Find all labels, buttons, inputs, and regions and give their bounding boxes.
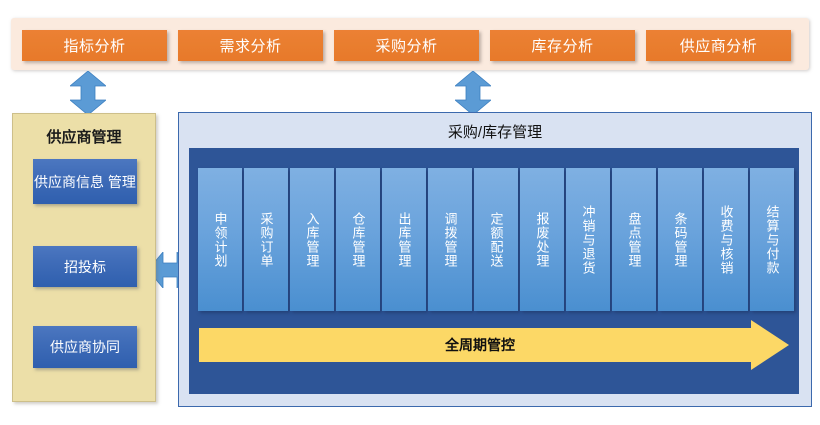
module-label: 盘点管理: [626, 211, 642, 268]
module-label: 申领计划: [212, 211, 228, 268]
module-column-purchase-order[interactable]: 采购订单: [244, 168, 288, 311]
module-column-transfer-management[interactable]: 调拨管理: [428, 168, 472, 311]
module-column-scrap-handling[interactable]: 报废处理: [520, 168, 564, 311]
module-label: 采购订单: [258, 211, 274, 268]
module-column-settlement-payment[interactable]: 结算与付款: [750, 168, 794, 311]
main-panel-title: 采购/库存管理: [447, 124, 543, 141]
supplier-management-panel: 供应商管理 供应商信息 管理 招投标 供应商协同: [12, 113, 156, 402]
module-column-quota-distribution[interactable]: 定额配送: [474, 168, 518, 311]
analysis-button-supplier[interactable]: 供应商分析: [646, 30, 791, 61]
modules-container: 申领计划 采购订单 入库管理 仓库管理 出库管理 调拨管理 定额配送 报废处理 …: [189, 148, 799, 394]
module-column-warehouse-management[interactable]: 仓库管理: [336, 168, 380, 311]
module-label: 仓库管理: [350, 211, 366, 268]
procurement-inventory-panel: 采购/库存管理 申领计划 采购订单 入库管理 仓库管理 出库管理 调拨管理 定额…: [178, 112, 812, 407]
module-label: 收费与核销: [718, 204, 734, 275]
lifecycle-arrow-label: 全周期管控: [445, 337, 515, 353]
analysis-button-purchase[interactable]: 采购分析: [334, 30, 479, 61]
module-column-charging-verification[interactable]: 收费与核销: [704, 168, 748, 311]
module-label: 结算与付款: [764, 204, 780, 275]
module-label: 调拨管理: [442, 211, 458, 268]
lifecycle-arrow-head: [751, 320, 789, 370]
supplier-panel-title: 供应商管理: [46, 129, 122, 146]
module-column-inbound-management[interactable]: 入库管理: [290, 168, 334, 311]
supplier-button-info-management[interactable]: 供应商信息 管理: [33, 159, 137, 204]
analysis-button-inventory[interactable]: 库存分析: [490, 30, 635, 61]
module-label: 报废处理: [534, 211, 550, 268]
module-label: 冲销与退货: [580, 204, 596, 275]
double-arrow-vertical-icon-left: [70, 71, 106, 115]
module-column-outbound-management[interactable]: 出库管理: [382, 168, 426, 311]
double-arrow-vertical-icon-right: [455, 71, 491, 115]
module-column-writeoff-return[interactable]: 冲销与退货: [566, 168, 610, 311]
module-column-requisition-plan[interactable]: 申领计划: [198, 168, 242, 311]
lifecycle-arrow-body: [199, 328, 761, 362]
module-label: 出库管理: [396, 211, 412, 268]
module-column-stocktaking-management[interactable]: 盘点管理: [612, 168, 656, 311]
analysis-button-demand[interactable]: 需求分析: [178, 30, 323, 61]
module-label: 入库管理: [304, 211, 320, 268]
analysis-bar: 指标分析 需求分析 采购分析 库存分析 供应商分析: [11, 18, 809, 70]
supplier-button-bidding[interactable]: 招投标: [33, 246, 137, 287]
analysis-button-indicator[interactable]: 指标分析: [22, 30, 167, 61]
module-label: 定额配送: [488, 211, 504, 268]
supplier-button-collaboration[interactable]: 供应商协同: [33, 326, 137, 368]
module-label: 条码管理: [672, 211, 688, 268]
lifecycle-arrow: 全周期管控: [199, 320, 789, 370]
module-column-barcode-management[interactable]: 条码管理: [658, 168, 702, 311]
